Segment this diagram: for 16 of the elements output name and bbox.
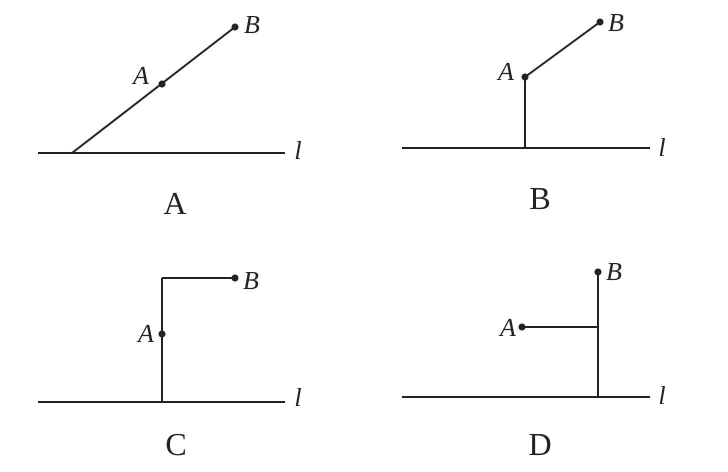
- point-label: A: [500, 315, 516, 341]
- line-label: l: [294, 385, 302, 411]
- point-label: A: [133, 63, 149, 89]
- line-label: l: [658, 135, 666, 161]
- point-label: B: [244, 12, 260, 38]
- option-label: B: [529, 182, 551, 214]
- line-label: l: [294, 138, 302, 164]
- point-label: B: [243, 268, 259, 294]
- point-label: A: [138, 321, 154, 347]
- point-label: B: [608, 10, 624, 36]
- point-label: B: [606, 259, 622, 285]
- point-label: A: [498, 59, 514, 85]
- option-label: A: [163, 187, 187, 219]
- line-label: l: [658, 383, 666, 409]
- option-label: D: [528, 428, 552, 460]
- option-label: C: [165, 428, 187, 460]
